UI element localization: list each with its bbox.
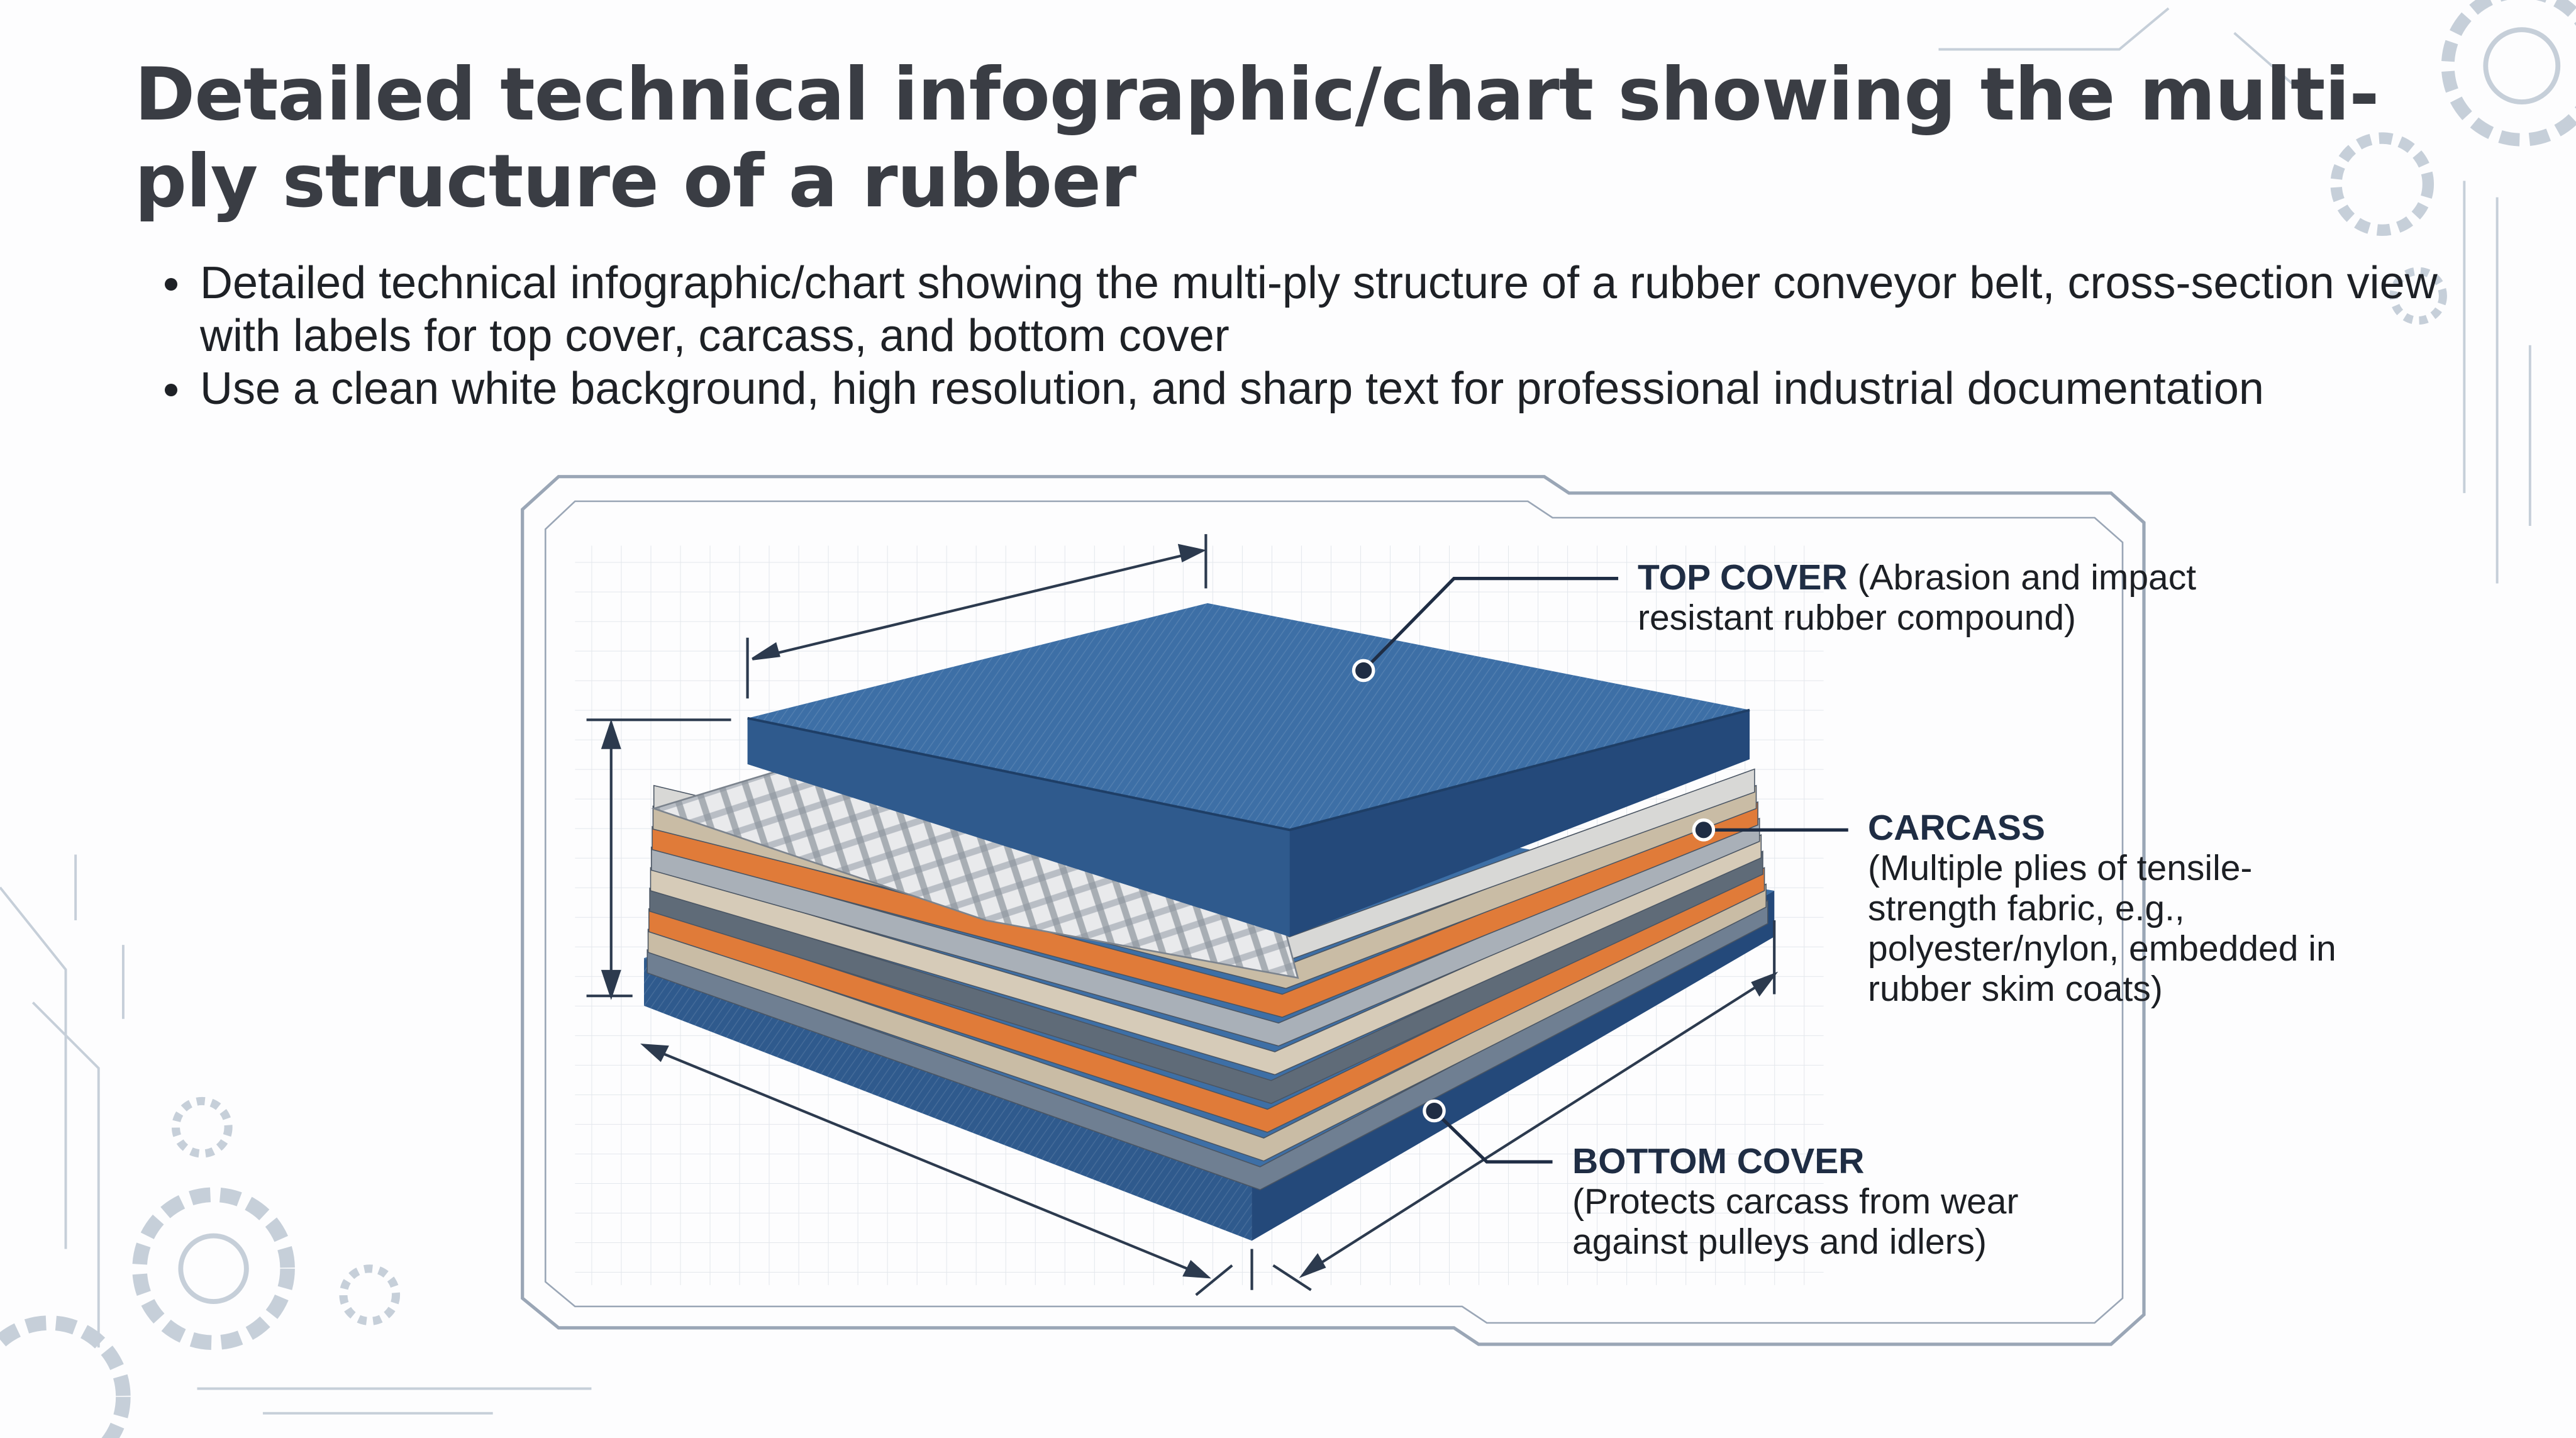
carcass-layers	[647, 768, 1768, 1191]
carcass-ply	[650, 817, 1760, 1047]
carcass-description: (Multiple plies of tensile-strength fabr…	[1868, 848, 2336, 1009]
carcass-ply	[649, 850, 1763, 1105]
diagram-frame	[521, 475, 2146, 1346]
bottom-cover-label: BOTTOM COVER(Protects carcass from wear …	[1572, 1141, 2094, 1262]
carcass-ply	[652, 801, 1758, 1018]
top-cover-layer	[747, 603, 1750, 937]
callout-leaders	[1362, 577, 1848, 1164]
top-cover-heading: TOP COVER	[1638, 557, 1848, 598]
carcass-ply	[647, 883, 1767, 1162]
page-title: Detailed technical infographic/chart sho…	[135, 52, 2379, 224]
carcass-heading: CARCASS	[1868, 808, 2045, 848]
carcass-label: CARCASS(Multiple plies of tensile-streng…	[1868, 808, 2346, 1009]
carcass-marker	[1692, 818, 1716, 842]
carcass-ply	[647, 900, 1768, 1191]
dimension-arrows	[586, 534, 1779, 1296]
top-cover-marker	[1352, 659, 1375, 683]
carcass-ply	[650, 833, 1762, 1076]
bottom-cover-marker	[1423, 1099, 1446, 1123]
bullet-item: Use a clean white background, high resol…	[161, 362, 2438, 415]
bullet-item: Detailed technical infographic/chart sho…	[161, 257, 2438, 362]
bottom-cover-description: (Protects carcass from wear against pull…	[1572, 1181, 2019, 1262]
bullet-list: Detailed technical infographic/chart sho…	[161, 257, 2438, 415]
carcass-ply	[648, 867, 1765, 1133]
bottom-cover-heading: BOTTOM COVER	[1572, 1141, 1865, 1181]
top-cover-label: TOP COVER (Abrasion and impact resistant…	[1638, 557, 2241, 638]
top-cover-description: (Abrasion and impact resistant rubber co…	[1638, 557, 2197, 638]
